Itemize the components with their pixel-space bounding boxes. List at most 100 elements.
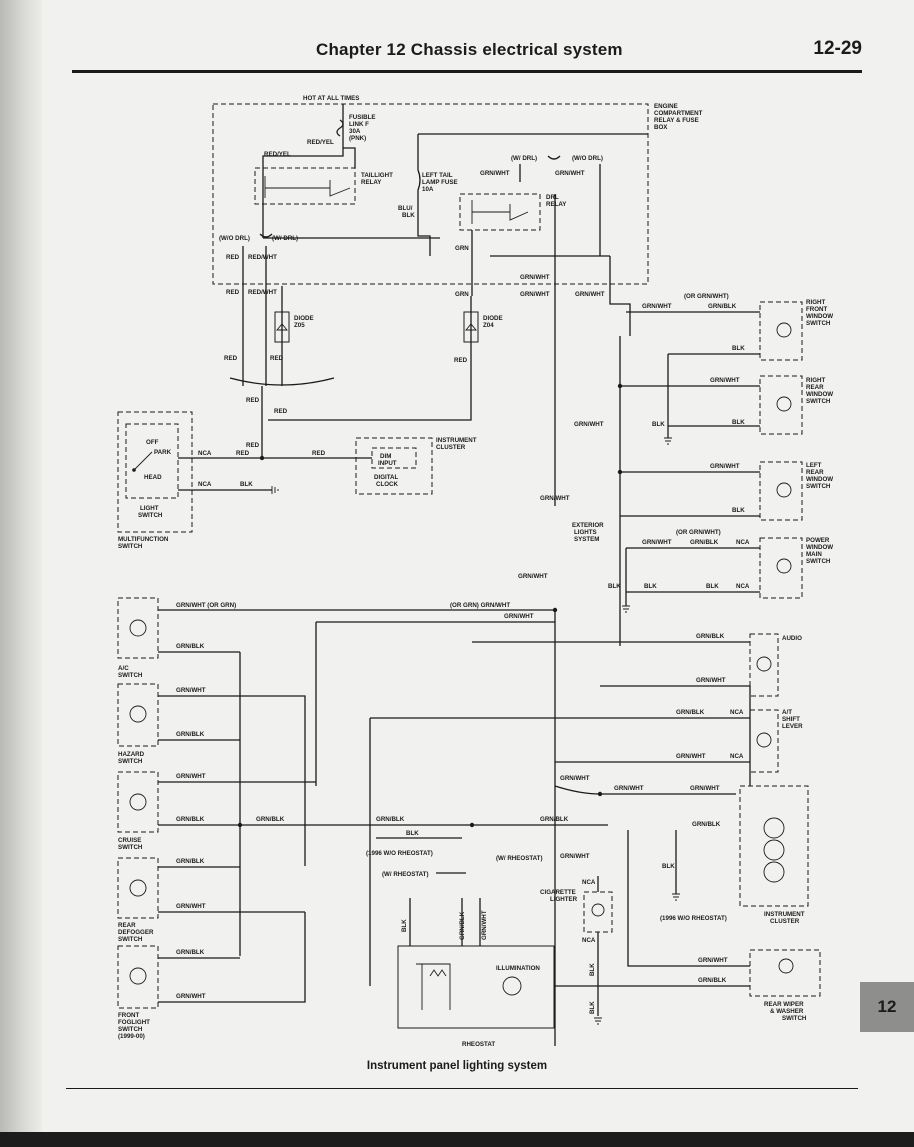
audio-feed xyxy=(600,685,751,786)
engine-box-label-2: COMPARTMENT xyxy=(654,110,703,117)
cluster-splice xyxy=(597,791,603,797)
power-distribution-section: HOT AT ALL TIMES FUSIBLE LINK F 30A (PNK… xyxy=(212,95,703,506)
left-tail-fuse-wire xyxy=(417,134,421,216)
wire-label-grn-blk-6: GRN/BLK xyxy=(256,816,285,823)
wire-label-blk-5: BLK xyxy=(732,507,745,514)
dim-input-label-2: INPUT xyxy=(378,460,397,467)
rr-window-label-3: WINDOW xyxy=(806,391,833,398)
pw-main-lamp xyxy=(776,558,792,574)
dim-input-label-1: DIM xyxy=(380,453,391,460)
wire-label-red-9: RED xyxy=(246,442,260,449)
foglight-label-3: SWITCH xyxy=(118,1026,143,1033)
drl-relay-outline xyxy=(459,193,541,231)
chapter-title: Chapter 12 Chassis electrical system xyxy=(316,40,623,59)
drl-output-wire xyxy=(490,194,610,257)
wire-label-grn-blk-2: GRN/BLK xyxy=(690,539,719,546)
instrument-cluster-label-2: CLUSTER xyxy=(436,444,466,451)
wire-label-grn-wht-18: GRN/WHT xyxy=(676,753,706,760)
wire-label-grn-2: GRN xyxy=(455,291,469,298)
wire-label-grn-blk-10: GRN/BLK xyxy=(676,709,705,716)
rear-wiper-lamp xyxy=(778,958,794,974)
wire-label-grn-wht-23: GRN/WHT xyxy=(560,853,590,860)
cruise-label-2: SWITCH xyxy=(118,844,143,851)
ground-symbol-5 xyxy=(594,1017,602,1025)
figure-caption: Instrument panel lighting system xyxy=(366,1060,548,1072)
chapter-tab: 12 xyxy=(860,982,914,1032)
wo-drl-label: (W/O DRL) xyxy=(572,155,603,162)
wire-label-grn-wht-6: GRN/WHT xyxy=(710,377,740,384)
hazard-label-2: SWITCH xyxy=(118,758,143,765)
foglight-label-2: FOGLIGHT xyxy=(118,1019,150,1026)
wire-label-red-8: RED xyxy=(236,450,250,457)
wire-label-grn-wht-10: GRN/WHT xyxy=(642,539,672,546)
rheostat-splice xyxy=(469,822,475,828)
rf-window-label-2: FRONT xyxy=(806,306,828,313)
wire-label-grn-wht-11: GRN/WHT xyxy=(518,573,548,580)
wire-label-red-6: RED xyxy=(246,397,260,404)
light-switch-section: OFF PARK HEAD LIGHT SWITCH MULTIFUNCTION… xyxy=(117,411,477,550)
cigarette-lighter-label-2: LIGHTER xyxy=(550,896,578,903)
nca-label-5: NCA xyxy=(730,709,744,716)
switch-pos-off: OFF xyxy=(146,439,159,446)
cluster-lamp-2 xyxy=(763,839,785,861)
rear-defogger-label-3: SWITCH xyxy=(118,936,143,943)
nca-label-7: NCA xyxy=(582,879,596,886)
ac-lamp xyxy=(129,619,147,637)
wo-rheostat-right-label: (1996 W/O RHEOSTAT) xyxy=(660,915,727,922)
illumination-lamp xyxy=(502,976,522,996)
cluster-lamp-1 xyxy=(763,817,785,839)
or-grn-wht-label-2: (OR GRN/WHT) xyxy=(676,529,721,536)
wo-rheostat-left-label: (1996 W/O RHEOSTAT) xyxy=(366,850,433,857)
wire-label-blk-4: BLK xyxy=(732,419,745,426)
rf-window-switch-outline xyxy=(759,301,803,361)
drl-relay-label-1: DRL xyxy=(546,194,559,201)
ac-switch-outline xyxy=(117,597,159,659)
rf-window-lamp xyxy=(776,322,792,338)
grn-wht-right-drop xyxy=(609,256,631,336)
wire-label-blu-blk-1: BLU/ xyxy=(398,205,413,212)
rear-defogger-switch-outline xyxy=(117,857,159,919)
exterior-lights-label-1: EXTERIOR xyxy=(572,522,604,529)
right-lower-section: GRN/BLK AUDIO GRN/WHT GRN/BLK NCA A/T SH… xyxy=(369,633,821,1022)
wire-label-grn-wht-or-grn: GRN/WHT (OR GRN) xyxy=(176,602,236,609)
foglight-wires xyxy=(158,912,306,1003)
at-shift-lamp xyxy=(756,732,772,748)
w-drl-left-label: (W/ DRL) xyxy=(272,235,298,242)
wiring-diagram: HOT AT ALL TIMES FUSIBLE LINK F 30A (PNK… xyxy=(117,95,833,1048)
wire-label-grn-wht-7: GRN/WHT xyxy=(574,421,604,428)
drl-option-connector xyxy=(547,155,561,160)
foglight-switch-outline xyxy=(117,945,159,1009)
audio-switch-outline xyxy=(749,633,779,697)
light-switch-label-2: SWITCH xyxy=(138,512,163,519)
engine-box-label-1: ENGINE xyxy=(654,103,678,110)
wire-label-grn-blk-3: GRN/BLK xyxy=(176,643,205,650)
dim-input-box xyxy=(371,447,417,469)
pw-main-label-2: WINDOW xyxy=(806,544,833,551)
instrument-cluster-label-1: INSTRUMENT xyxy=(436,437,477,444)
wire-label-red-2: RED xyxy=(226,289,240,296)
engine-box-label-3: RELAY & FUSE xyxy=(654,117,699,124)
ground-symbol-2 xyxy=(664,437,672,445)
left-tail-fuse-label-3: 10A xyxy=(422,186,434,193)
wire-label-red-yel: RED/YEL xyxy=(307,139,334,146)
instrument-cluster-outline xyxy=(355,437,433,495)
cluster-lamp-3 xyxy=(763,861,785,883)
ground-symbol-3 xyxy=(622,605,630,613)
w-drl-label: (W/ DRL) xyxy=(511,155,537,162)
wire-label-grn-wht-20: GRN/WHT xyxy=(614,785,644,792)
wire-label-grn-wht-9: GRN/WHT xyxy=(540,495,570,502)
wire-label-grn-blk-15: GRN/BLK xyxy=(459,911,466,940)
wire-label-grn-blk-8: GRN/BLK xyxy=(176,949,205,956)
rf-window-label-3: WINDOW xyxy=(806,313,833,320)
multifunction-label-1: MULTIFUNCTION xyxy=(118,536,169,543)
multifunction-switch-outline xyxy=(117,411,193,533)
rear-wiper-label-1: REAR WIPER xyxy=(764,1001,804,1008)
lr-splice xyxy=(617,469,623,475)
nca-label-3: NCA xyxy=(736,539,750,546)
rr-window-label-2: REAR xyxy=(806,384,824,391)
wire-label-red-10: RED xyxy=(312,450,326,457)
digital-clock-label-2: CLOCK xyxy=(376,481,399,488)
rr-window-ground xyxy=(667,354,760,438)
ac-label-2: SWITCH xyxy=(118,672,143,679)
wire-label-red-yel-2: RED/YEL xyxy=(264,151,291,158)
